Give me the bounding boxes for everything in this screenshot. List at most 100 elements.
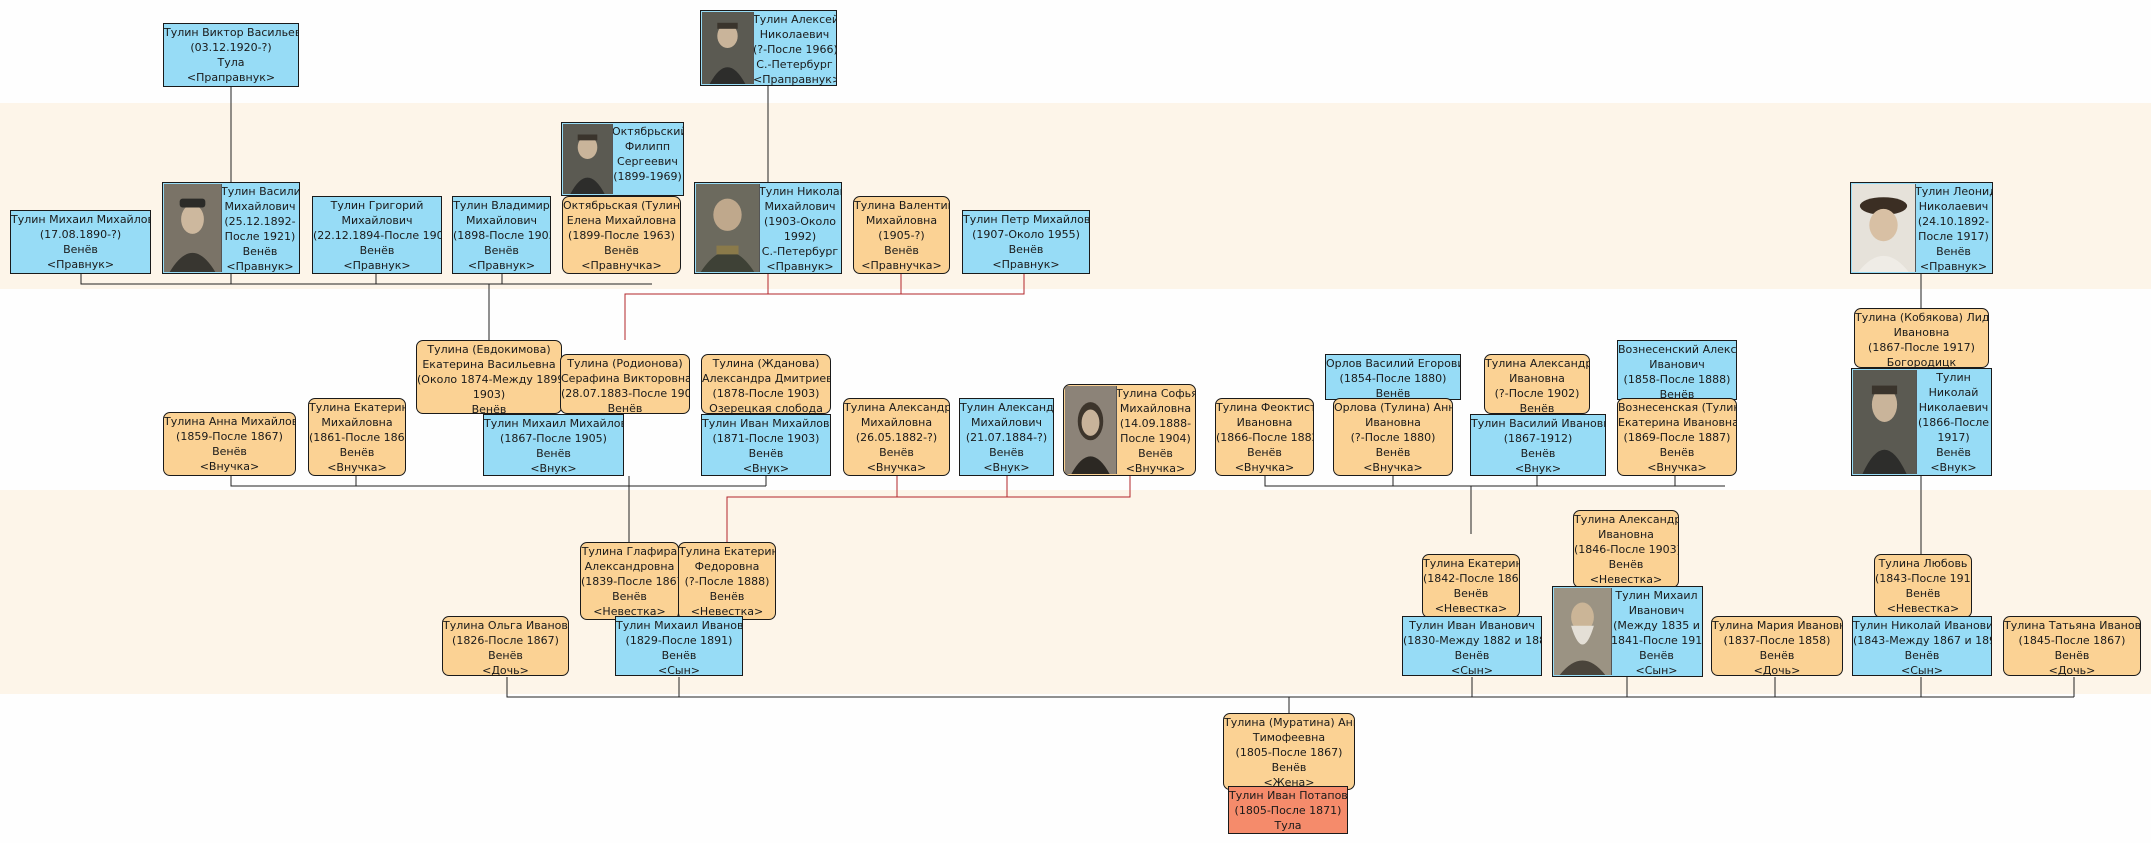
- person-line: Тулин: [1936, 371, 1971, 384]
- person-line: После 1917): [1918, 230, 1989, 243]
- person-line: <Праправнук>: [186, 71, 276, 84]
- person-card-tulina-tatyana[interactable]: Тулина Татьяна Ивановна(1845-После 1867)…: [2003, 616, 2141, 676]
- person-card-voznesensky-aleksei[interactable]: Вознесенский АлексейИванович(1858-После …: [1617, 340, 1737, 400]
- person-card-tulin-mikhail-i[interactable]: Тулин Михаил Иванович(1829-После 1891)Ве…: [615, 616, 743, 676]
- person-line: Тула: [1274, 819, 1302, 832]
- portrait-photo[interactable]: [1853, 370, 1917, 474]
- person-card-tulina-aleksandra-d[interactable]: Тулина (Жданова)Александра Дмитриевна(18…: [701, 354, 831, 414]
- person-line: Михайлович: [466, 214, 537, 227]
- portrait-photo[interactable]: [1852, 184, 1916, 272]
- person-card-tulin-ivan-p[interactable]: Тулин Иван Потапович(1805-После 1871)Тул…: [1228, 786, 1348, 834]
- person-card-tulin-mikhail-m[interactable]: Тулин Михаил Михайлович(17.08.1890-?)Вен…: [10, 210, 151, 274]
- person-card-tulina-valentina[interactable]: Тулина ВалентинаМихайловна(1905-?)Венёв<…: [853, 196, 950, 274]
- person-line: <Внучка>: [1647, 461, 1707, 474]
- person-line: (1843-После 1918): [1875, 572, 1972, 585]
- person-line: Венёв: [884, 244, 919, 257]
- person-card-tulin-ivan-m[interactable]: Тулин Иван Михайлович(1871-После 1903)Ве…: [701, 414, 831, 476]
- person-line: Ивановна: [1893, 326, 1950, 339]
- person-card-tulina-anna-m[interactable]: Тулина Анна Михайловна(1859-После 1867)В…: [163, 412, 296, 476]
- person-card-voznesenskaya-ekaterina[interactable]: Вознесенская (Тулина)Екатерина Ивановна(…: [1617, 398, 1737, 476]
- portrait-photo[interactable]: [702, 12, 754, 84]
- person-line: (24.10.1892-: [1917, 215, 1990, 228]
- person-card-tulin-petr[interactable]: Тулин Петр Михайлович(1907-Около 1955)Ве…: [962, 210, 1090, 274]
- portrait-photo[interactable]: [1554, 588, 1612, 675]
- person-card-tulina-lyubov[interactable]: Тулина Любовь(1843-После 1918)Венёв<Неве…: [1874, 554, 1972, 618]
- person-line: Тулин Михаил: [1615, 589, 1698, 602]
- person-line: <Невестка>: [1886, 602, 1960, 615]
- person-line: Венёв: [488, 649, 523, 662]
- person-card-oktyabrskaya-elena[interactable]: Октябрьская (Тулина)Елена Михайловна(189…: [562, 196, 681, 274]
- person-line: Октябрьский: [612, 125, 684, 138]
- person-line: <Внук>: [530, 462, 577, 475]
- person-line: (1899-После 1963): [568, 229, 675, 242]
- person-line: (1867-1912): [1503, 432, 1573, 445]
- person-card-tulina-mariya[interactable]: Тулина Мария Ивановна(1837-После 1858)Ве…: [1711, 616, 1843, 676]
- person-line: <Внучка>: [327, 461, 387, 474]
- person-line: (26.05.1882-?): [855, 431, 938, 444]
- person-card-tulina-ekaterina-v[interactable]: Тулина (Евдокимова)Екатерина Васильевна(…: [416, 340, 562, 414]
- person-card-tulin-vasily-i[interactable]: Тулин Василий Иванович(1867-1912)Венёв<В…: [1470, 414, 1606, 476]
- person-line: (Около 1874-Между 1899 и: [417, 373, 562, 386]
- person-card-tulin-mikhail-mikh[interactable]: Тулин Михаил Михайлович(1867-После 1905)…: [483, 414, 624, 476]
- person-line: Тулина (Кобякова) Лидия: [1855, 311, 1989, 324]
- person-line: Ивановна: [1509, 372, 1565, 385]
- person-line: Тулина Екатерина: [309, 401, 406, 414]
- person-line: (Между 1835 и: [1613, 619, 1700, 632]
- portrait-photo[interactable]: [164, 184, 222, 272]
- person-line: Венёв: [1454, 649, 1490, 662]
- person-line: Ивановна: [1236, 416, 1293, 429]
- person-line: (03.12.1920-?): [190, 41, 272, 54]
- person-card-tulina-ekaterina-n[interactable]: Тулина Екатерина(1842-После 1867)Венёв<Н…: [1422, 554, 1520, 618]
- person-line: Октябрьская (Тулина): [563, 199, 681, 212]
- person-line: Тулина (Родионова): [567, 357, 683, 370]
- person-line: Вознесенская (Тулина): [1618, 401, 1736, 414]
- person-line: Тимофеевна: [1252, 731, 1326, 744]
- person-card-orlov-vasily[interactable]: Орлов Василий Егорович(1854-После 1880)В…: [1325, 354, 1461, 400]
- person-line: Михайловна: [860, 416, 933, 429]
- person-line: <Сын>: [658, 664, 700, 676]
- person-line: Венёв: [1608, 558, 1644, 571]
- portrait-photo[interactable]: [563, 124, 613, 194]
- person-card-tulin-nikolai-i[interactable]: Тулин Николай Иванович(1843-Между 1867 и…: [1852, 616, 1992, 676]
- person-line: (?-После 1902): [1494, 387, 1580, 400]
- portrait-photo[interactable]: [1065, 386, 1117, 474]
- person-line: <Правнук>: [766, 260, 834, 273]
- person-card-tulin-ivan-i[interactable]: Тулин Иван Иванович(1830-Между 1882 и 18…: [1402, 616, 1542, 676]
- person-card-tulina-olga[interactable]: Тулина Ольга Ивановна(1826-После 1867)Ве…: [442, 616, 569, 676]
- person-info: Тулина Татьяна Ивановна(1845-После 1867)…: [2004, 618, 2140, 675]
- person-card-tulina-serafima[interactable]: Тулина (Родионова)Серафина Викторовна(28…: [560, 354, 690, 414]
- person-line: (1839-После 1867): [581, 575, 679, 588]
- person-card-tulin-viktor[interactable]: Тулин Виктор Васильевич(03.12.1920-?)Тул…: [163, 23, 299, 87]
- person-line: <Праправнук>: [753, 73, 837, 86]
- portrait-photo[interactable]: [696, 184, 760, 272]
- person-line: Тула: [217, 56, 245, 69]
